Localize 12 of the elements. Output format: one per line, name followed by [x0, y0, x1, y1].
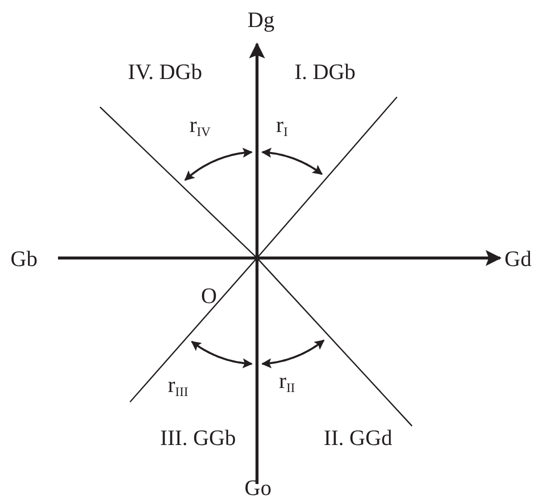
angle-label: r$_{IV}$	[189, 114, 211, 138]
axis-label: Dg	[248, 9, 274, 31]
quadrant-label: III. GGb	[160, 427, 236, 449]
quadrant-label: IV. DGb	[128, 61, 202, 83]
origin-label: O	[201, 285, 217, 307]
axis-label: Gb	[10, 248, 38, 270]
angle-label: r$_{I}$	[276, 114, 288, 138]
angle-label: r$_{II}$	[279, 370, 295, 394]
quadrant-label: II. GGd	[324, 427, 392, 449]
axis-label: Gd	[504, 248, 532, 270]
angle-label: r$_{III}$	[168, 374, 188, 398]
quadrant-label: I. DGb	[294, 61, 356, 83]
